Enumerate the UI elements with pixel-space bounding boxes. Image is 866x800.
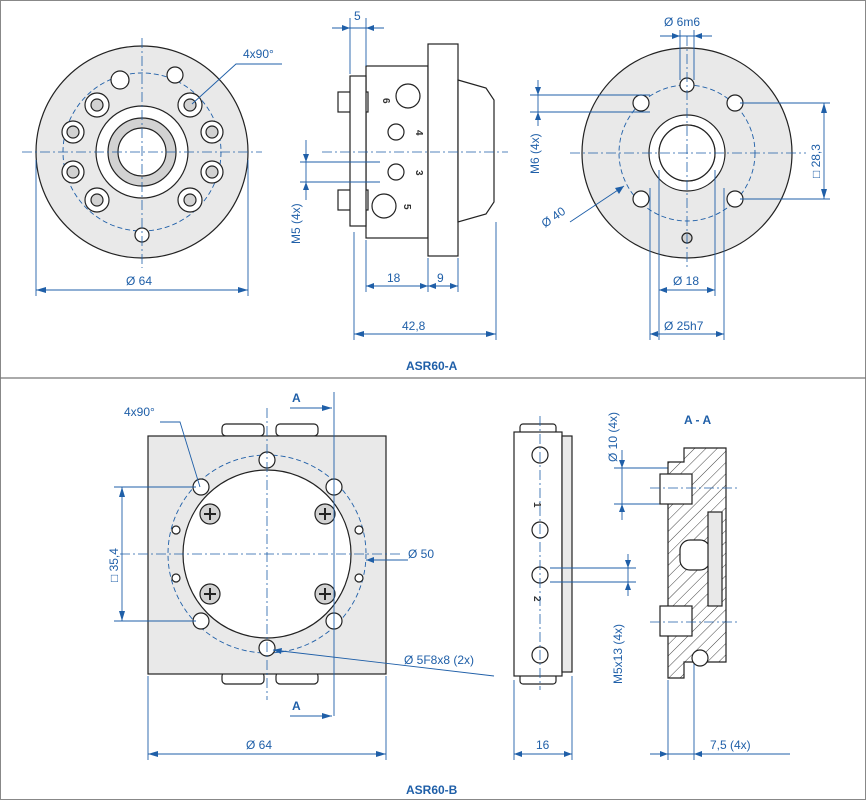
dim-angle-label-b: 4x90°	[124, 405, 155, 419]
dim-9: 9	[437, 271, 444, 285]
side-mark-2: 2	[531, 596, 542, 602]
dim-square-28-3: □ 28,3	[809, 144, 823, 178]
dim-m5x13-4x: M5x13 (4x)	[611, 624, 625, 684]
dim-16: 16	[536, 738, 550, 752]
section-mark-a-bottom: A	[292, 699, 301, 713]
dim-diameter-40: Ø 40	[539, 204, 569, 231]
asr60b-front-view: A A 4x90° □ 35,4 Ø 50 Ø 5F8x8 (2x) Ø 64	[107, 391, 495, 760]
caption-asr60a: ASR60-A	[406, 359, 458, 373]
dim-angle-label: 4x90°	[243, 47, 274, 61]
dim-diameter-25h7: Ø 25h7	[664, 319, 704, 333]
dim-square-35-4: □ 35,4	[107, 548, 121, 582]
asr60b-side-view: 1 2 Ø 10 (4x) M5x13 (4x) 16	[513, 412, 672, 760]
side-mark-6: 6	[380, 98, 391, 104]
caption-asr60b: ASR60-B	[406, 783, 458, 797]
side-mark-1: 1	[531, 502, 542, 508]
section-a-a-view: A - A 7,5 (4x)	[650, 413, 790, 760]
side-mark-5: 5	[401, 204, 412, 210]
dim-7-5-4x: 7,5 (4x)	[710, 738, 751, 752]
dim-diameter-50: Ø 50	[408, 547, 434, 561]
dim-m6-4x: M6 (4x)	[528, 133, 542, 174]
dim-diameter-6m6: Ø 6m6	[664, 15, 700, 29]
dim-diameter-64: Ø 64	[126, 274, 152, 288]
dim-5: 5	[354, 9, 361, 23]
dim-diameter-10-4x: Ø 10 (4x)	[606, 412, 620, 462]
dim-diameter-18: Ø 18	[673, 274, 699, 288]
dim-diameter-5f8x8: Ø 5F8x8 (2x)	[404, 653, 474, 667]
side-mark-4: 4	[413, 130, 424, 136]
dim-diameter-64-b: Ø 64	[246, 738, 272, 752]
asr60a-back-view: Ø 6m6 M6 (4x) □ 28,3 Ø 40 Ø 18 Ø 25h7	[528, 15, 830, 340]
asr60a-front-view: Ø 64 4x90°	[22, 38, 282, 296]
section-mark-a-top: A	[292, 391, 301, 405]
asr60a-side-view: 6 4 3 5 5 M5 (4x) 18 9 42,8	[289, 9, 508, 340]
dim-42-8: 42,8	[402, 319, 426, 333]
dim-18: 18	[387, 271, 401, 285]
dim-m5-4x: M5 (4x)	[289, 203, 303, 244]
section-title: A - A	[684, 413, 711, 427]
side-mark-3: 3	[413, 170, 424, 176]
